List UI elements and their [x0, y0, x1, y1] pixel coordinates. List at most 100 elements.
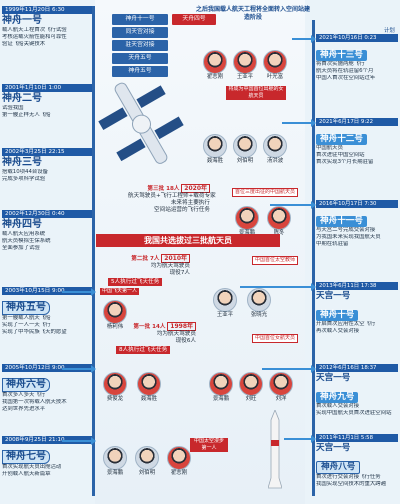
timeline-left-track	[92, 6, 95, 496]
event-date: 2021年10月16日 0:23	[316, 34, 398, 42]
event-desc: 再次载人交会对接	[316, 328, 360, 334]
top-banner: 之后我国载人航天工程将全面转入空间站建造阶段	[196, 6, 311, 21]
rocket-illustration	[268, 410, 282, 489]
astronaut-photo	[103, 372, 127, 396]
astronaut: 王亚平	[210, 288, 240, 319]
chip: 同天宫对接	[112, 27, 168, 38]
astronaut-photo	[267, 206, 291, 230]
batch2-desc: 均为航天驾驶员	[150, 263, 190, 269]
connector-arrow	[282, 119, 316, 127]
event-title: 神舟七号	[2, 450, 50, 464]
astronaut-name: 杨利伟	[106, 324, 124, 330]
astronaut-photo	[233, 50, 257, 74]
event-desc: 首次实现3个月长期驻留	[316, 159, 374, 165]
chip: 天舟五号	[112, 53, 168, 64]
astronaut-photo	[247, 288, 271, 312]
batch3-count: 第三批 18人	[147, 186, 180, 192]
event-sz9: 2012年6月16日 18:37 天宫一号 神舟九号 首次载人交会对接 实现中国…	[316, 364, 398, 417]
event-date: 2016年10月17日 7:30	[316, 200, 398, 208]
event-sz10: 2013年6月11日 17:38 天宫一号 神舟十号 开启首次应用性太空飞行 再…	[316, 282, 398, 335]
astronaut: 翟志刚	[200, 50, 230, 81]
event-sz3: 2002年3月25日 22:15 神舟三号 搭载10项44台设备 完成多项科学试…	[2, 148, 92, 183]
astronaut-name: 景海鹏	[212, 396, 230, 402]
event-desc: 达到世界先进水平	[2, 406, 46, 412]
space-station-illustration	[98, 82, 184, 164]
sz11-note: 首位三度出征的中国航天员	[232, 188, 299, 197]
batch1-desc: 现役6人	[175, 338, 196, 344]
event-desc: 考核运载火箭性能和可靠性	[2, 34, 67, 40]
event-desc: 完成多项科学试验	[2, 176, 46, 182]
female-eva-note: 将成为中国首位出舱的女航天员	[226, 86, 286, 100]
event-title: 神舟二号	[2, 93, 42, 104]
event-desc: 将首次实施两舱飞行	[316, 61, 365, 67]
event-date: 2003年10月15日 9:00	[2, 287, 92, 295]
astronaut: 翟志刚	[164, 446, 194, 477]
event-desc: 实现了中华民族飞天的愿望	[2, 329, 67, 335]
event-sz6: 2005年10月12日 9:00 神舟六号 首次多人多天飞行 我国第一次将载人航…	[2, 364, 92, 413]
event-desc: 中期在轨驻留	[316, 241, 349, 247]
astronaut-name: 刘伯明	[138, 470, 156, 476]
astronaut: 刘伯明	[132, 446, 162, 477]
astronaut: 景海鹏	[232, 206, 262, 237]
event-sz13: 2021年10月16日 0:23 神舟十三号 将首次实施两舱飞行 航天员将在轨驻…	[316, 34, 398, 82]
connector-arrow	[62, 437, 96, 445]
event-sz2: 2001年1月10日 1:00 神舟二号 试验我国 第一艘正样无人飞船	[2, 84, 92, 119]
event-desc: 搭载10项44台设备	[2, 169, 49, 175]
event-title-2: 神舟八号	[316, 461, 361, 474]
astronaut-photo	[135, 446, 159, 470]
event-sz1: 1999年11月20日 6:30 神舟一号 载人航天工程首次飞行试验 考核运载火…	[2, 6, 92, 48]
event-desc: 航天员将在轨驻留6个月	[316, 68, 374, 74]
batch1-desc: 均为航天驾驶员	[156, 331, 196, 337]
chip: 神舟十一号	[112, 14, 168, 25]
connector-arrow	[62, 288, 96, 296]
plan-label: 计划	[384, 28, 395, 34]
chip: 神舟五号	[112, 66, 168, 77]
event-desc: 载人航天工程首次飞行试验	[2, 27, 67, 33]
astronaut: 景海鹏	[100, 446, 130, 477]
astronaut-name: 王亚平	[216, 312, 234, 318]
batch2-count: 第二批 7人	[131, 256, 160, 262]
chip: 驻天宫对接	[112, 40, 168, 51]
event-desc: 全面参加了试验	[2, 245, 40, 251]
batch3-year: 2020年	[181, 184, 210, 193]
batch2-desc: 现役7人	[169, 270, 190, 276]
astronaut-name: 叶光富	[266, 74, 284, 80]
event-date: 2012年6月16日 18:37	[316, 364, 398, 372]
event-desc: 首次多人多天飞行	[2, 392, 46, 398]
event-date: 2008年9月25日 21:10	[2, 436, 92, 444]
event-desc: 验证飞船关键技术	[2, 41, 46, 47]
event-desc: 首次进驻中国空间站	[316, 152, 365, 158]
event-sz4: 2002年12月30日 0:40 神舟四号 载人航天应用系统 航天员模拟生保系统…	[2, 210, 92, 252]
astronaut-photo	[167, 446, 191, 470]
astronaut-name: 景海鹏	[238, 230, 256, 236]
astronaut: 费俊龙	[100, 372, 130, 403]
event-desc: 试验我国	[2, 105, 24, 111]
event-desc: 开创载人航天新篇章	[2, 471, 51, 477]
astronaut: 刘洋	[266, 372, 296, 403]
astronaut: 张晓光	[244, 288, 274, 319]
astronaut: 王亚平	[230, 50, 260, 81]
astronaut: 聂海胜	[200, 134, 230, 165]
astronaut-photo	[203, 134, 227, 158]
connector-arrow	[62, 365, 96, 373]
astronaut-name: 刘旺	[245, 396, 257, 402]
batch3-desc: 航天驾驶员+飞行工程师+载荷专家	[128, 193, 216, 199]
batch1-year: 1998年	[167, 322, 196, 331]
event-desc: 首次实现航天员出舱活动	[2, 464, 62, 470]
event-desc: 为我国未来实现我国航天员	[316, 234, 381, 240]
astronaut-photo	[269, 372, 293, 396]
astronaut-photo	[137, 372, 161, 396]
astronaut-photo	[213, 288, 237, 312]
female-first-note: 中国首位女航天员	[252, 334, 299, 343]
event-sz12: 2021年6月17日 9:22 神舟十二号 中国航天员 首次进驻中国空间站 首次…	[316, 118, 398, 166]
event-title: 神舟十二号	[316, 134, 367, 145]
event-desc: 中国航天员	[316, 145, 343, 151]
astronaut-photo	[103, 300, 127, 324]
astronaut-photo	[203, 50, 227, 74]
astronaut-name: 景海鹏	[106, 470, 124, 476]
event-desc: 我国第一次将载人航天技术	[2, 399, 67, 405]
event-title: 神舟六号	[2, 378, 50, 392]
event-title: 神舟一号	[2, 15, 42, 26]
event-desc: 首次载人交会对接	[316, 403, 360, 409]
spacecraft-chip-stack: 神舟十一号 同天宫对接 驻天宫对接 天舟五号 神舟五号 天舟四号	[112, 14, 216, 79]
